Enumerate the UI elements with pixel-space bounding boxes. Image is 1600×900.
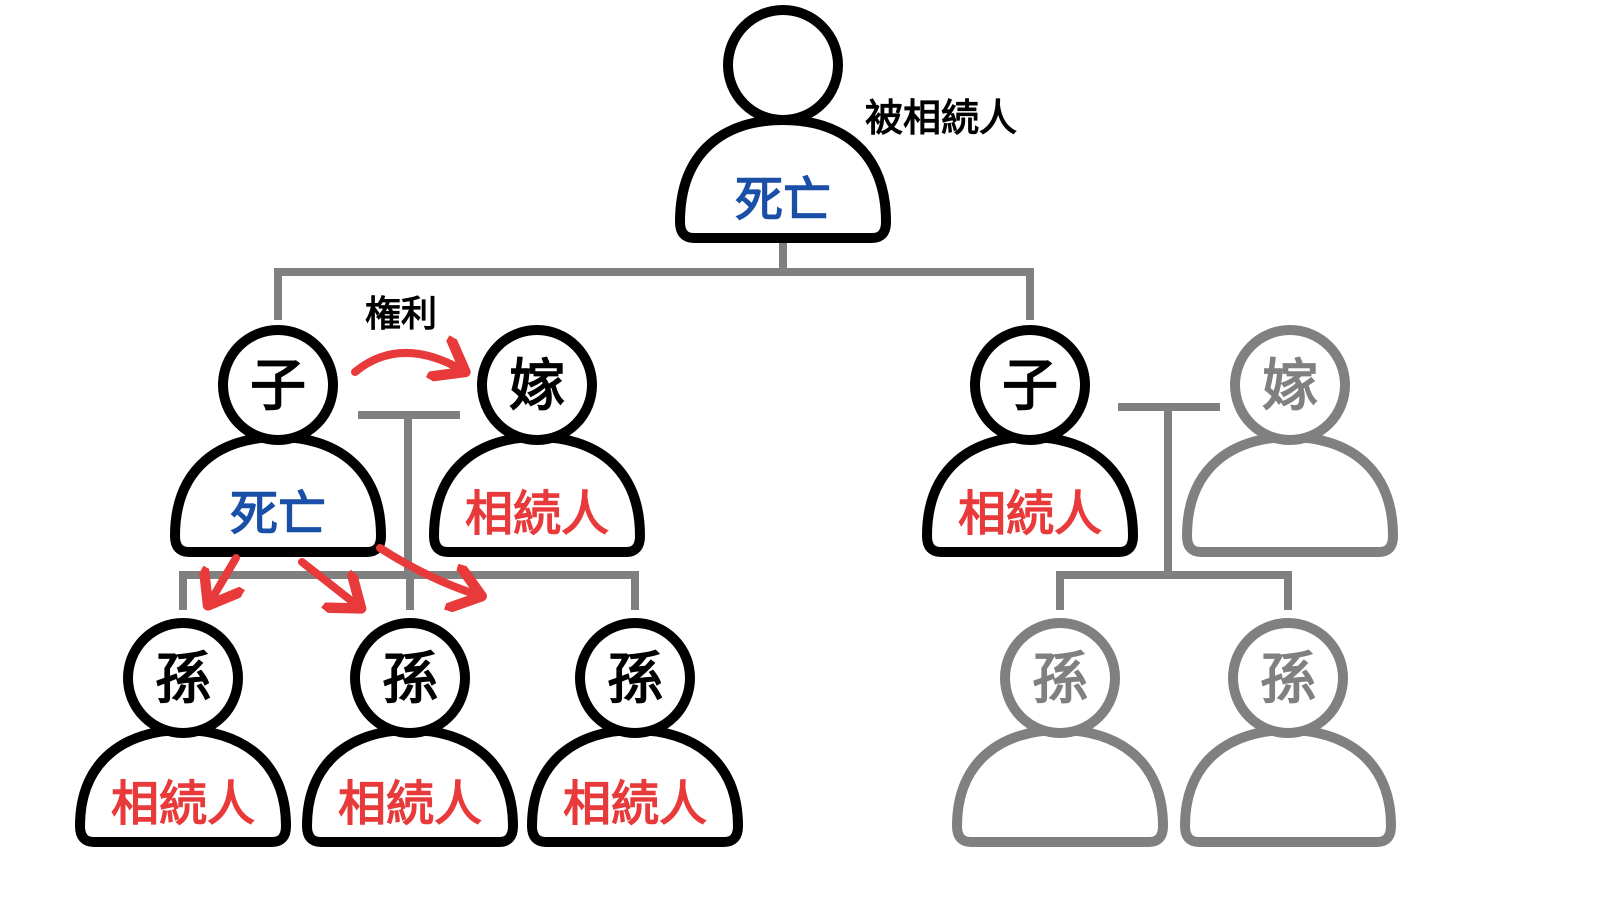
person-head [477,325,597,445]
head-label: 孫 [607,647,663,712]
person-head [1228,618,1348,738]
status-label: 死亡 [230,486,326,542]
head-label: 孫 [382,647,438,712]
person-deceased-parent: 死亡 [674,5,892,243]
status-label: 死亡 [735,172,831,228]
rights-label: 権利 [365,294,437,335]
decedent-label: 被相続人 [865,96,1017,140]
person-body [951,724,1169,847]
person-head [1000,618,1120,738]
person-head [723,5,843,125]
head-label: 孫 [1260,647,1316,712]
status-label: 相続人 [338,776,482,832]
person-head [350,618,470,738]
person-head [123,618,243,738]
person-child-left: 子死亡 [169,325,387,557]
person-body [1181,431,1399,557]
head-label: 子 [1002,354,1058,419]
person-grandchild-4: 孫 [951,618,1169,847]
head-label: 孫 [155,647,211,712]
status-label: 相続人 [111,776,255,832]
person-spouse-right: 嫁 [1181,325,1399,557]
family-tree-lines [179,240,1292,610]
head-label: 嫁 [509,354,565,419]
rights-transfer-arrow [351,353,462,372]
head-label: 嫁 [1262,354,1318,419]
head-label: 孫 [1032,647,1088,712]
status-label: 相続人 [958,486,1102,542]
grandchild-arrow [210,554,236,602]
inheritance-arrows [210,353,478,606]
person-head [575,618,695,738]
person-head [970,325,1090,445]
status-label: 相続人 [465,486,609,542]
grandchild-arrow [298,558,358,606]
grandchild-arrow [376,544,478,595]
person-grandchild-5: 孫 [1179,618,1397,847]
persons: 死亡子死亡嫁相続人子相続人嫁孫相続人孫相続人孫相続人孫孫 [74,5,1399,847]
person-head [1230,325,1350,445]
head-label: 子 [250,354,306,419]
person-body [1179,724,1397,847]
person-head [218,325,338,445]
status-label: 相続人 [563,776,707,832]
